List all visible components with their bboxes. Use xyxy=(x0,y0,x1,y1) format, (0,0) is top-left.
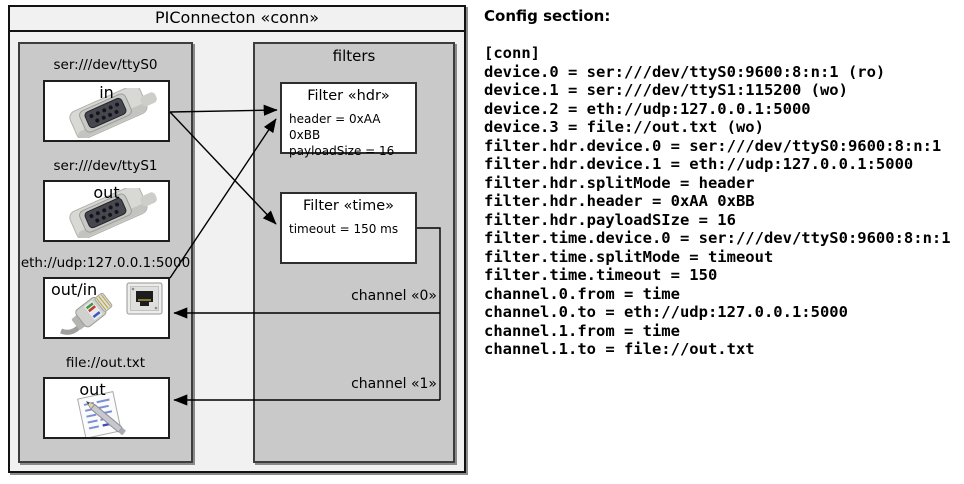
filter-time-box: Filter «time» timeout = 150 ms xyxy=(280,192,417,264)
filters-panel-title: filters xyxy=(332,47,376,65)
serial-connector-icon xyxy=(69,88,157,138)
config-heading: Config section: xyxy=(484,7,611,25)
filter-time-title: Filter «time» xyxy=(302,198,395,214)
config-line: device.1 = ser:///dev/ttyS1:115200 (wo) xyxy=(484,81,848,99)
device-box-file: out xyxy=(43,377,170,439)
filter-hdr-title: Filter «hdr» xyxy=(307,88,390,104)
config-line: channel.0.to = eth://udp:127.0.0.1:5000 xyxy=(484,303,848,321)
title-divider xyxy=(10,30,464,32)
config-line: filter.time.splitMode = timeout xyxy=(484,247,774,266)
device-label-ttys0: ser:///dev/ttyS0 xyxy=(53,57,158,73)
device-box-ttys0: in xyxy=(43,80,170,142)
channel-1-label: channel «1» xyxy=(351,376,437,392)
config-line: filter.time.device.0 = ser:///dev/ttyS0:… xyxy=(484,229,951,247)
diagram-title: PIConnecton «conn» xyxy=(155,8,319,27)
config-line: device.0 = ser:///dev/ttyS0:9600:8:n:1 (… xyxy=(484,62,886,81)
port-label-out-in: out/in xyxy=(51,280,98,299)
filter-time-prop-timeout: timeout = 150 ms xyxy=(289,222,399,236)
config-line: filter.hdr.device.0 = ser:///dev/ttyS0:9… xyxy=(484,136,942,155)
device-label-eth: eth://udp:127.0.0.1:5000 xyxy=(20,255,191,271)
config-section: Config section: [conn] device.0 = ser://… xyxy=(484,7,962,359)
device-box-ttys1: out xyxy=(43,180,170,242)
config-line: filter.hdr.header = 0xAA 0xBB xyxy=(484,192,755,210)
config-line: [conn] xyxy=(484,44,540,62)
ethernet-socket-icon xyxy=(126,282,163,315)
ethernet-plug-icon xyxy=(60,292,113,335)
port-label-out: out xyxy=(79,380,106,399)
config-line: channel.1.to = file://out.txt xyxy=(484,340,755,358)
config-line: channel.1.from = time xyxy=(484,321,680,340)
config-line: filter.hdr.splitMode = header xyxy=(484,173,755,192)
channel-0-label: channel «0» xyxy=(351,288,437,304)
device-box-eth: out/in xyxy=(43,277,170,339)
device-label-file: file://out.txt xyxy=(65,355,146,371)
config-line: filter.hdr.device.1 = eth://udp:127.0.0.… xyxy=(484,155,914,173)
filter-hdr-prop-header: header = 0xAA 0xBB xyxy=(289,112,381,142)
port-label-out: out xyxy=(93,183,120,202)
file-note-icon xyxy=(77,391,126,437)
port-label-in: in xyxy=(99,83,114,102)
device-label-ttys1: ser:///dev/ttyS1 xyxy=(53,158,158,174)
serial-connector-icon xyxy=(69,188,157,238)
config-line: filter.time.timeout = 150 xyxy=(484,266,718,284)
config-line: filter.hdr.payloadSIze = 16 xyxy=(484,210,736,229)
config-line: channel.0.from = time xyxy=(484,284,680,303)
config-line: device.3 = file://out.txt (wo) xyxy=(484,118,764,136)
config-line: device.2 = eth://udp:127.0.0.1:5000 xyxy=(484,99,811,118)
filter-hdr-box: Filter «hdr» header = 0xAA 0xBB payloadS… xyxy=(280,82,417,158)
filter-hdr-prop-payloadsize: payloadSize = 16 xyxy=(289,144,395,158)
